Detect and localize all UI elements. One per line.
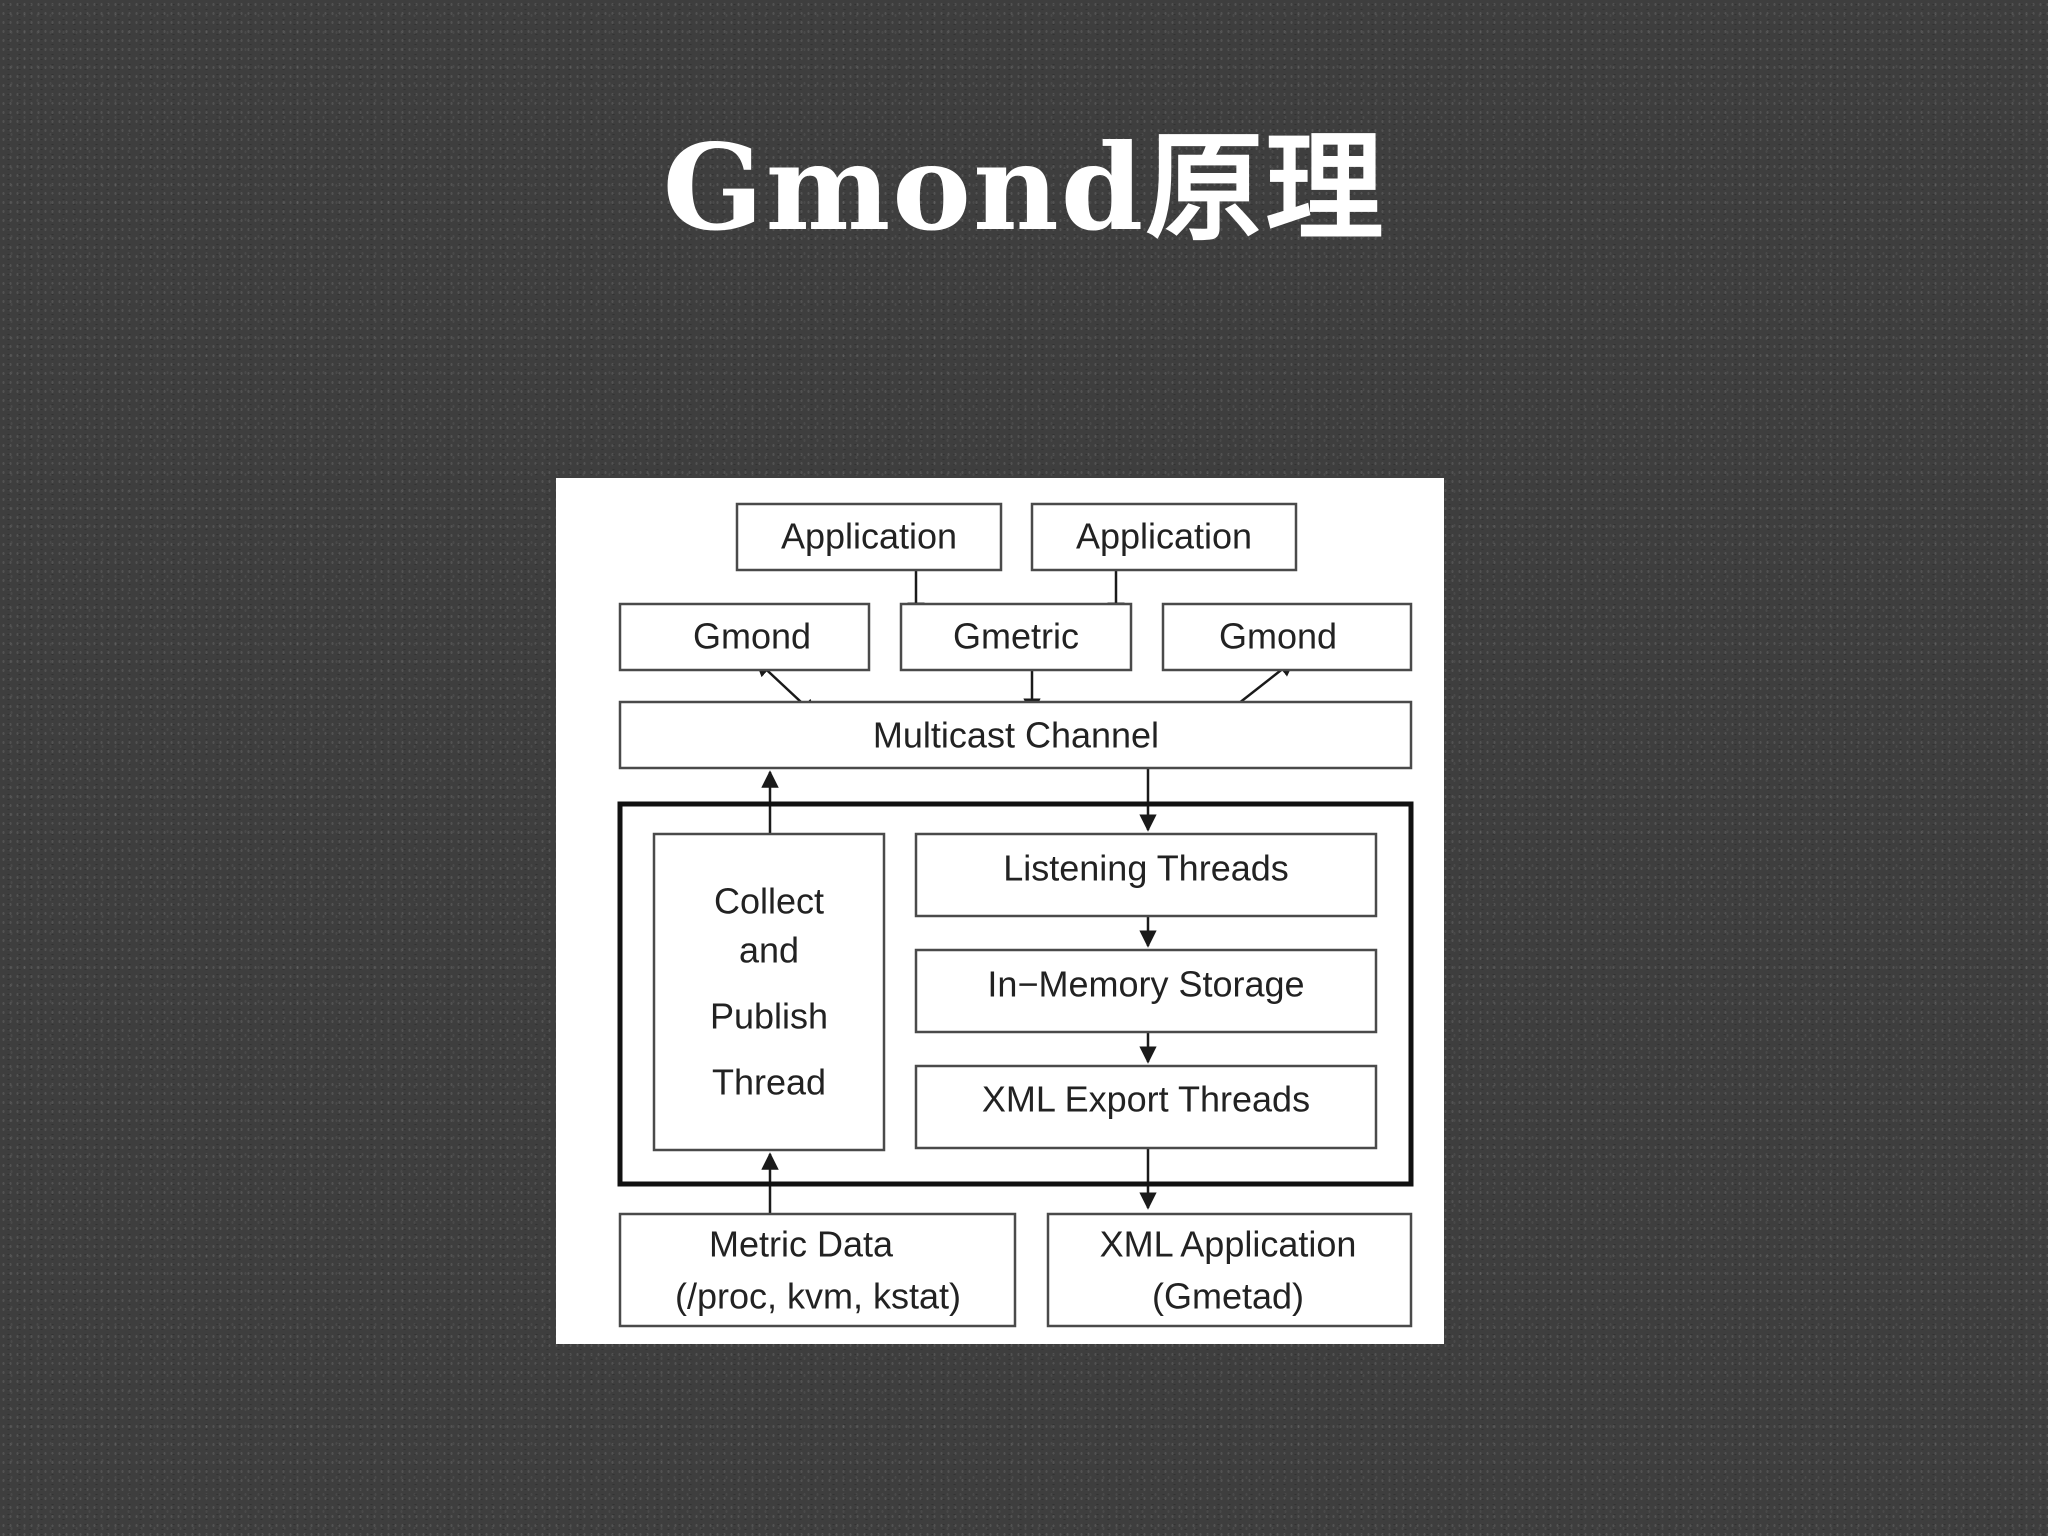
node-collect-line-3: Publish [710,996,828,1037]
node-xml-application-line-1: XML Application [1100,1224,1357,1265]
node-multicast-channel-label: Multicast Channel [873,715,1159,756]
node-application-1-label: Application [781,516,957,557]
gmond-architecture-diagram: Application Application Gmond Gmetric Gm… [556,478,1444,1344]
node-application-1: Application [735,502,1003,572]
diagram-canvas: Application Application Gmond Gmetric Gm… [617,502,1414,1328]
node-metric-data-line-2: (/proc, kvm, kstat) [675,1276,961,1317]
node-collect-line-1: Collect [714,881,824,922]
node-collect-line-2: and [739,930,799,971]
node-xml-export-threads: XML Export Threads [914,1064,1378,1150]
node-gmond-right-label: Gmond [1219,616,1337,657]
node-application-2-label: Application [1076,516,1252,557]
node-collect-publish-thread: Collect and Publish Thread [652,832,886,1152]
node-xml-application: XML Application (Gmetad) [1046,1212,1413,1328]
node-gmond-left: Gmond [618,602,871,672]
gmond-daemon-frame [617,801,1414,1187]
node-multicast-channel: Multicast Channel [618,700,1413,770]
node-gmond-left-label: Gmond [693,616,811,657]
node-in-memory-storage-label: In−Memory Storage [987,964,1304,1005]
node-listening-threads-label: Listening Threads [1003,848,1289,889]
node-application-2: Application [1030,502,1298,572]
node-metric-data-line-1: Metric Data [709,1224,894,1265]
node-metric-data: Metric Data (/proc, kvm, kstat) [618,1212,1017,1328]
node-collect-line-4: Thread [712,1062,826,1103]
node-xml-application-line-2: (Gmetad) [1152,1276,1304,1317]
node-listening-threads: Listening Threads [914,832,1378,918]
node-gmond-right: Gmond [1161,602,1413,672]
slide-title: Gmond原理 [662,118,1386,257]
node-gmetric: Gmetric [899,602,1133,672]
node-gmetric-label: Gmetric [953,616,1079,657]
node-in-memory-storage: In−Memory Storage [914,948,1378,1034]
node-xml-export-threads-label: XML Export Threads [982,1079,1310,1120]
